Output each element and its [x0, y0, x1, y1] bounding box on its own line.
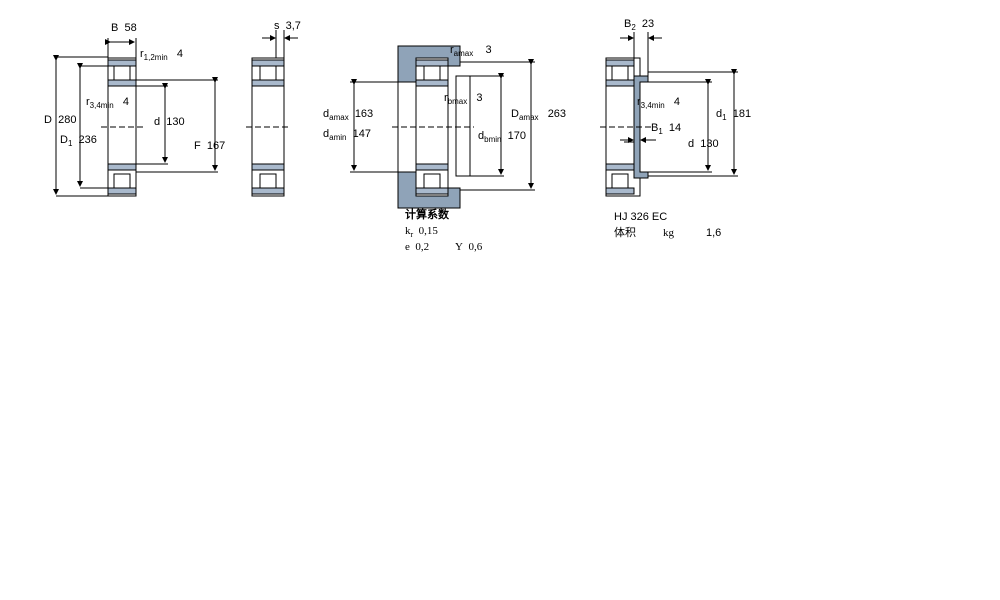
- dim-B1-label: B1 14: [651, 122, 682, 136]
- mounting-section: [392, 45, 474, 209]
- dim-D-label: D 280: [44, 114, 77, 126]
- calc-Y: Y 0,6: [455, 241, 483, 253]
- dim-rb-label: rbmax 3: [444, 92, 483, 106]
- calc-title: 计算系数: [405, 209, 449, 221]
- dim-d2-label: d 130: [688, 138, 719, 150]
- dim-dbmin-label: dbmin 170: [478, 130, 526, 144]
- dimension-lines-1: [53, 38, 218, 197]
- dim-ra-label: ramax 3: [450, 44, 492, 58]
- dimension-lines-4: [620, 32, 738, 177]
- dim-s-label: s 3,7: [274, 20, 301, 32]
- dim-b-label: B 58: [111, 22, 137, 34]
- dim-r34b-label: r3,4min 4: [637, 96, 680, 110]
- dim-Damax-label: Damax 263: [511, 108, 567, 122]
- ring-unit: kg: [663, 227, 674, 239]
- dim-D1-label: D1 236: [60, 134, 97, 148]
- calc-kr: kr 0,15: [405, 225, 438, 239]
- dimension-lines-3: [350, 59, 535, 191]
- dim-d1-label: d1 181: [716, 108, 752, 122]
- hj-ring-section: [600, 57, 652, 197]
- calc-e: e 0,2: [405, 241, 430, 253]
- dim-B2-label: B2 23: [624, 18, 655, 32]
- ring-designation: HJ 326 EC: [614, 211, 668, 223]
- dim-d-label: d 130: [154, 116, 185, 128]
- dim-damax-label: damax 163: [323, 108, 374, 122]
- ring-volume-label: 体积: [614, 227, 636, 239]
- ring-mass-value: 1,6: [706, 227, 722, 239]
- dim-damin-label: damin 147: [323, 128, 371, 142]
- bearing-section-2: [246, 30, 298, 197]
- dim-r34-label: r3,4min 4: [86, 96, 129, 110]
- bearing-section-1: [101, 57, 143, 197]
- dim-r12-label: r1,2min 4: [140, 48, 183, 62]
- dim-F-label: F 167: [194, 140, 226, 152]
